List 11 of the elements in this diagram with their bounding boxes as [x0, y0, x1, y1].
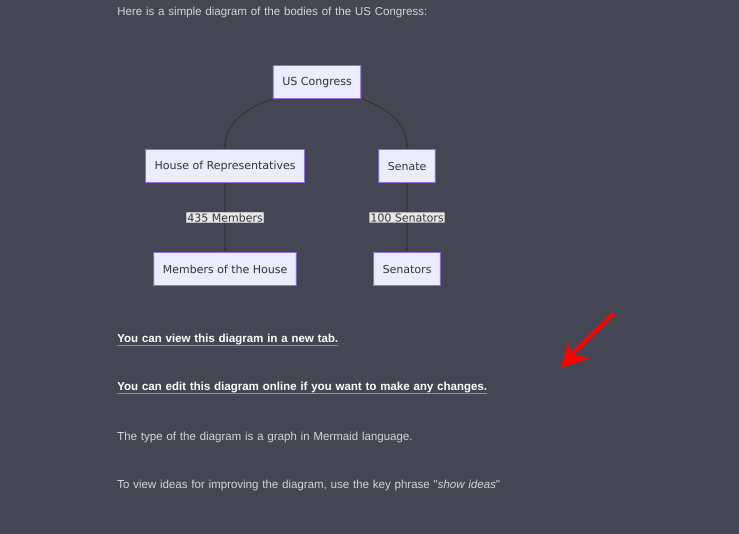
- link: You can edit this diagram online if you want to make any changes.: [117, 382, 488, 394]
- process-box: House of Representatives: [145, 149, 305, 183]
- edge-label: 435 Members: [186, 212, 264, 223]
- paragraph: Here is a simple diagram of the bodies of the US Congress:: [118, 6, 426, 18]
- link: You can view this diagram in a new tab.: [117, 334, 338, 346]
- process-box: Senate: [378, 149, 436, 183]
- process-box: US Congress: [272, 65, 362, 99]
- process-box: Members of the House: [153, 252, 297, 286]
- paragraph: The type of the diagram is a graph in Mermaid language.: [117, 432, 412, 442]
- paragraph: To view ideas for improving the diagram, use the key phrase "show ideas": [117, 480, 500, 490]
- process-box: Senators: [373, 252, 441, 286]
